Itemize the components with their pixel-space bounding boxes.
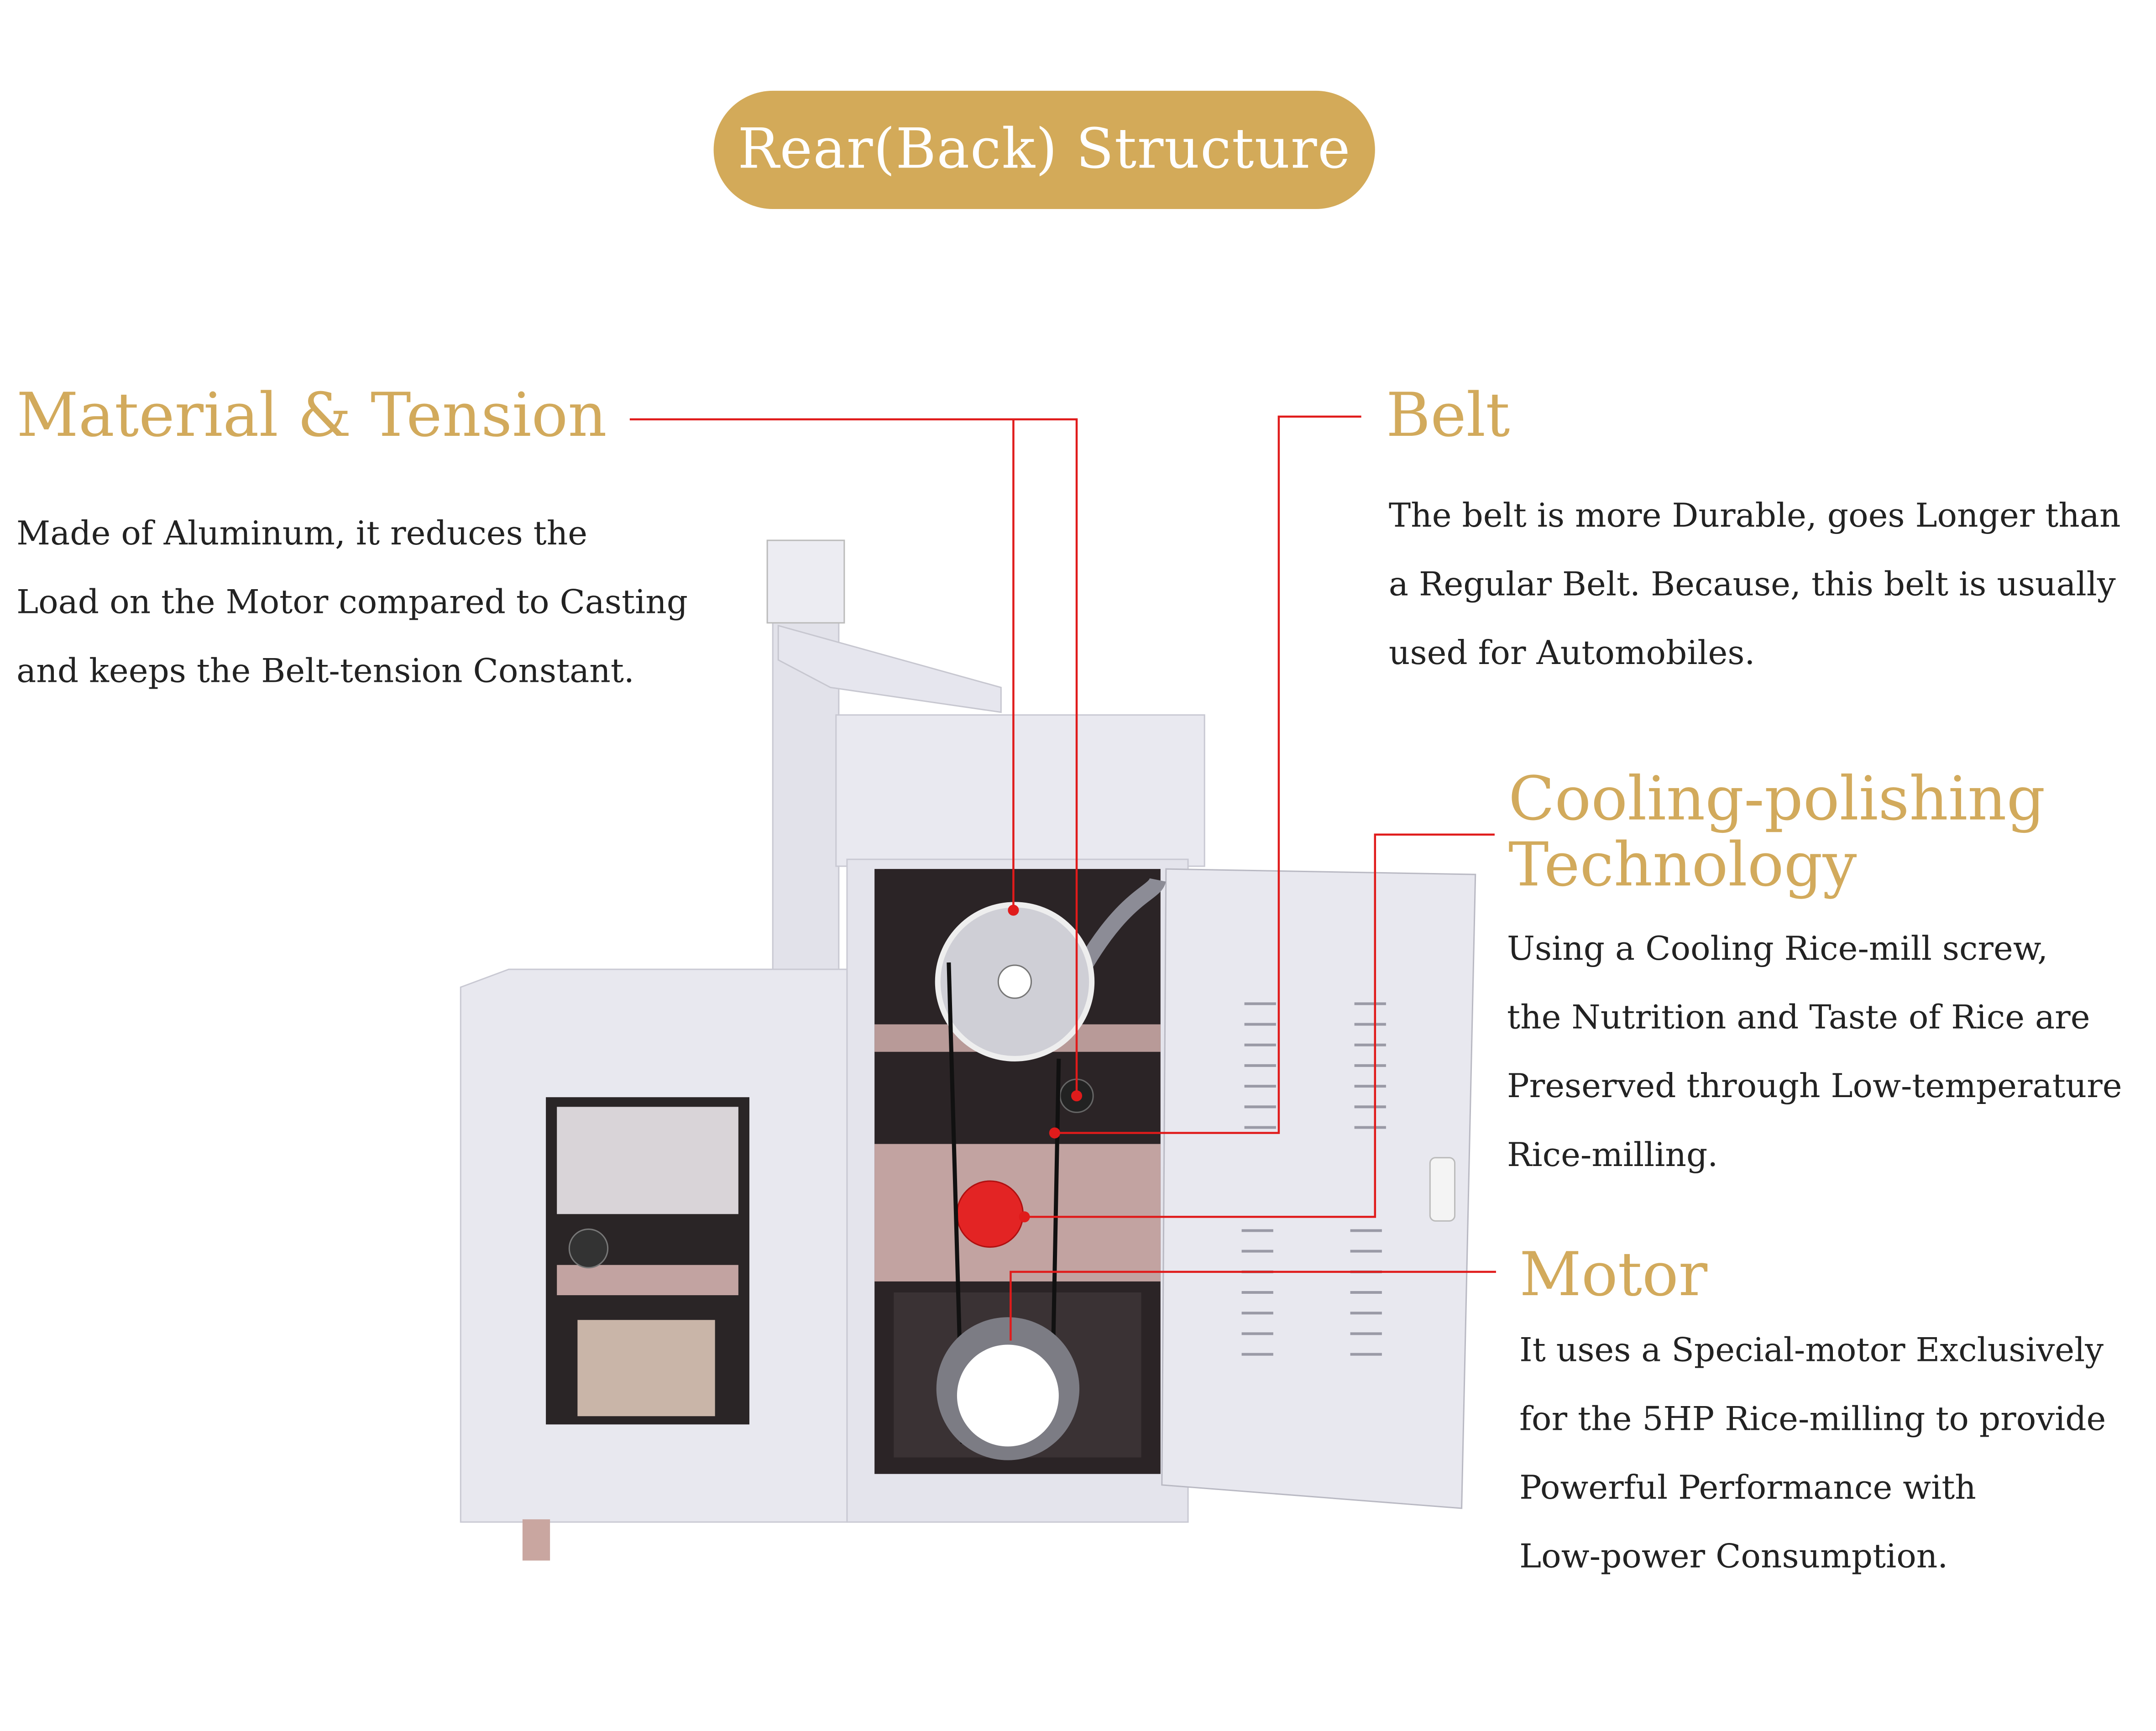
- belt-description: The belt is more Durable, goes Longer th…: [1389, 481, 2121, 687]
- cooling-title: Cooling-polishing Technology: [1508, 767, 2045, 899]
- motor-description: It uses a Special-motor Exclusively for …: [1519, 1316, 2106, 1591]
- text-line: and keeps the Belt-tension Constant.: [16, 652, 634, 690]
- text-line: It uses a Special-motor Exclusively: [1519, 1331, 2104, 1370]
- belt-title: Belt: [1386, 381, 1510, 451]
- text-line: Low-power Consumption.: [1519, 1537, 1948, 1576]
- callout-lines: [629, 415, 1496, 1341]
- title-line: Technology: [1508, 830, 1857, 901]
- motor-title: Motor: [1519, 1240, 1708, 1311]
- callout-dots: [1008, 905, 1083, 1223]
- text-line: a Regular Belt. Because, this belt is us…: [1388, 565, 2116, 604]
- text-line: the Nutrition and Taste of Rice are: [1507, 998, 2090, 1037]
- text-line: Rice-milling.: [1507, 1135, 1718, 1174]
- hopper: [766, 539, 1002, 998]
- text-line: The belt is more Durable, goes Longer th…: [1388, 496, 2121, 535]
- text-line: Made of Aluminum, it reduces the: [16, 514, 588, 553]
- material-description: Made of Aluminum, it reduces the Load on…: [16, 499, 688, 706]
- text-line: Using a Cooling Rice-mill screw,: [1507, 929, 2048, 968]
- text-line: Load on the Motor compared to Casting: [16, 583, 688, 622]
- header-title-badge: Rear(Back) Structure: [713, 90, 1375, 209]
- cooling-description: Using a Cooling Rice-mill screw, the Nut…: [1507, 915, 2122, 1190]
- cabinet-door: [1161, 868, 1476, 1509]
- text-line: Preserved through Low-temperature: [1507, 1067, 2122, 1106]
- text-line: for the 5HP Rice-milling to provide: [1519, 1400, 2106, 1438]
- text-line: used for Automobiles.: [1388, 633, 1755, 673]
- text-line: Powerful Performance with: [1519, 1468, 1976, 1507]
- title-line: Cooling-polishing: [1508, 764, 2046, 835]
- drive-system: [935, 877, 1166, 1460]
- material-title: Material & Tension: [16, 381, 607, 451]
- left-cabinet: [460, 968, 848, 1561]
